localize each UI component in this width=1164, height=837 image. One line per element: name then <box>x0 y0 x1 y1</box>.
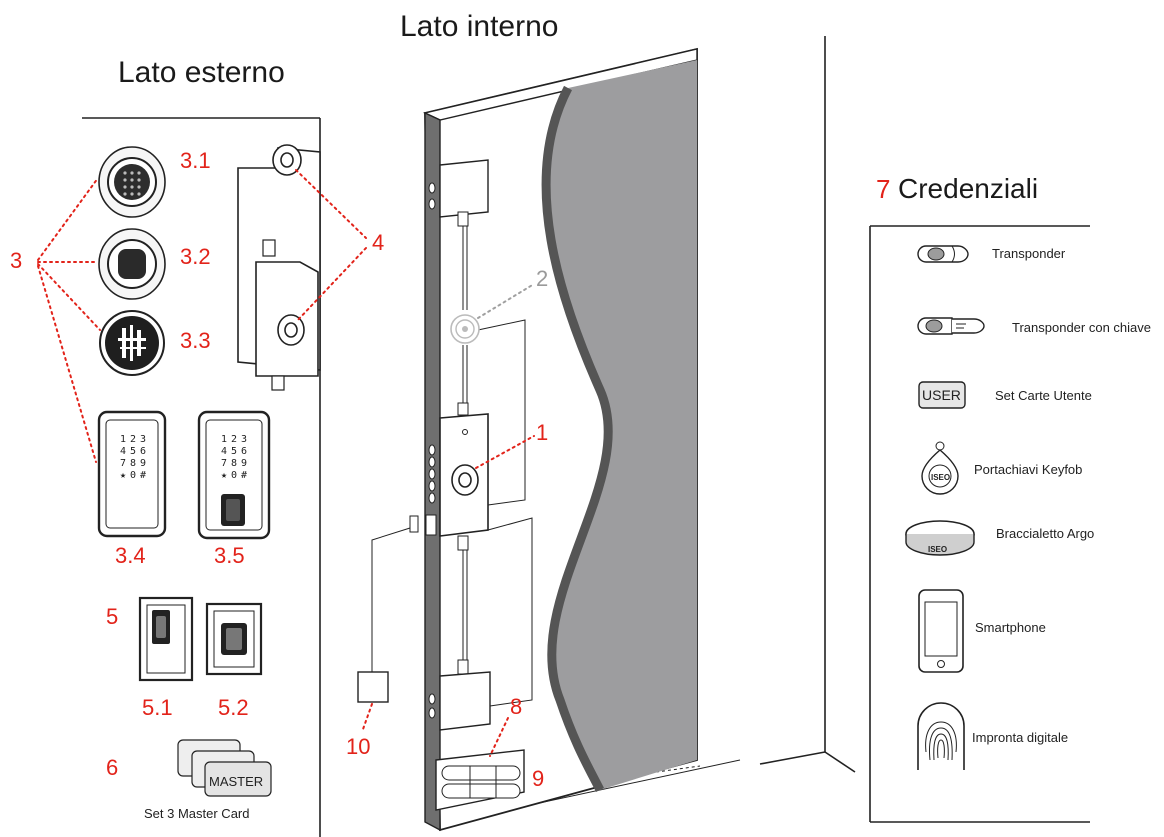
label-8-leader <box>489 717 509 757</box>
reader-rear-view-icon <box>99 310 165 376</box>
top-lock-box <box>439 159 489 227</box>
outside-side-title: Lato esterno <box>118 56 285 89</box>
label-3-leaders <box>37 177 101 463</box>
credential-user-cards-label: Set Carte Utente <box>995 388 1092 403</box>
transponder-icon <box>917 245 969 263</box>
label-8: 8 <box>510 694 522 719</box>
wiring-connector <box>357 515 419 703</box>
bottom-lock-box <box>439 659 491 731</box>
keypad-key: 4 <box>221 446 227 457</box>
inside-side-title: Lato interno <box>400 10 558 43</box>
user-card-text: USER <box>922 387 961 403</box>
bracelet-logo: ISEO <box>928 545 947 554</box>
keypad-key: 0 <box>130 470 136 481</box>
label-6: 6 <box>106 755 118 780</box>
room-lines <box>759 36 856 773</box>
lower-rod-clip <box>457 535 469 551</box>
label-4: 4 <box>372 230 384 255</box>
user-card-icon <box>918 381 966 409</box>
label-5-1: 5.1 <box>142 695 173 720</box>
label-1-leader <box>475 435 535 469</box>
keypad-panel-icon <box>97 410 167 538</box>
credential-bracelet-label: Braccialetto Argo <box>996 526 1094 541</box>
keypad-key: 7 <box>120 458 126 469</box>
keypad-key: 2 <box>130 434 136 445</box>
label-3-5: 3.5 <box>214 543 245 568</box>
keypad-key: # <box>140 470 146 481</box>
label-3-1: 3.1 <box>180 148 211 173</box>
keypad-key: ★ <box>120 470 126 481</box>
credentials-title: Credenziali <box>898 173 1038 204</box>
keypad-key: 7 <box>221 458 227 469</box>
mid-rod-clip <box>457 402 469 416</box>
label-2: 2 <box>536 266 548 291</box>
internal-reader-ghost <box>450 314 480 344</box>
keypad-key: 8 <box>130 458 136 469</box>
keypad-key: 9 <box>140 458 146 469</box>
keypad-key: 5 <box>130 446 136 457</box>
keypad-key: 5 <box>231 446 237 457</box>
master-cards-icon <box>177 739 272 797</box>
keypad-key: 1 <box>120 434 126 445</box>
label-1: 1 <box>536 420 548 445</box>
keypad-key: 0 <box>231 470 237 481</box>
transponder-key-icon <box>917 317 985 335</box>
credential-smartphone-label: Smartphone <box>975 620 1046 635</box>
keypad-key: 2 <box>231 434 237 445</box>
label-3: 3 <box>10 248 22 273</box>
round-keypad-reader-icon <box>98 146 166 218</box>
smartphone-icon <box>918 589 964 673</box>
master-card-text: MASTER <box>209 774 263 789</box>
keypad-key: ★ <box>221 470 227 481</box>
label-3-4: 3.4 <box>115 543 146 568</box>
keypad-key: 9 <box>241 458 247 469</box>
label-4-leaders <box>295 169 367 323</box>
keypad-fingerprint-panel-icon <box>197 410 271 540</box>
label-3-2: 3.2 <box>180 244 211 269</box>
keypad-key: 3 <box>241 434 247 445</box>
door <box>422 47 698 832</box>
label-3-3: 3.3 <box>180 328 211 353</box>
keypad-key: 6 <box>241 446 247 457</box>
credential-keyfob-label: Portachiavi Keyfob <box>974 462 1082 477</box>
keyfob-logo: ISEO <box>931 473 950 482</box>
credentials-panel-frame <box>869 225 1090 823</box>
label-5: 5 <box>106 604 118 629</box>
credentials-number: 7 <box>876 174 890 204</box>
fingerprint-reader-vertical-icon <box>138 596 194 682</box>
door-edge-holes <box>428 182 436 719</box>
keyfob-icon <box>921 441 959 495</box>
keypad-key: 6 <box>140 446 146 457</box>
battery-pack <box>435 749 525 811</box>
fingerprint-reader-square-icon <box>205 602 263 676</box>
round-reader-icon <box>98 228 166 300</box>
external-cylinder-plate <box>237 144 321 391</box>
keypad-key: 1 <box>221 434 227 445</box>
keypad-key: 3 <box>140 434 146 445</box>
label-5-2: 5.2 <box>218 695 249 720</box>
credential-transponder-label: Transponder <box>992 246 1066 261</box>
keypad-key: 4 <box>120 446 126 457</box>
main-lock-body <box>425 413 489 537</box>
keypad-key: 8 <box>231 458 237 469</box>
master-card-caption: Set 3 Master Card <box>144 806 250 821</box>
label-10: 10 <box>346 734 370 759</box>
keypad-key: # <box>241 470 247 481</box>
lower-plate-outline <box>487 517 533 707</box>
fingerprint-icon <box>917 702 965 770</box>
credential-fingerprint-label: Impronta digitale <box>972 730 1068 745</box>
credential-transponder-key-label: Transponder con chiave <box>1012 320 1151 335</box>
label-9: 9 <box>532 766 544 791</box>
inner-plate-outline <box>477 319 526 506</box>
label-10-leader <box>361 703 373 733</box>
label-2-leader <box>477 283 535 319</box>
bracelet-icon <box>905 520 975 556</box>
